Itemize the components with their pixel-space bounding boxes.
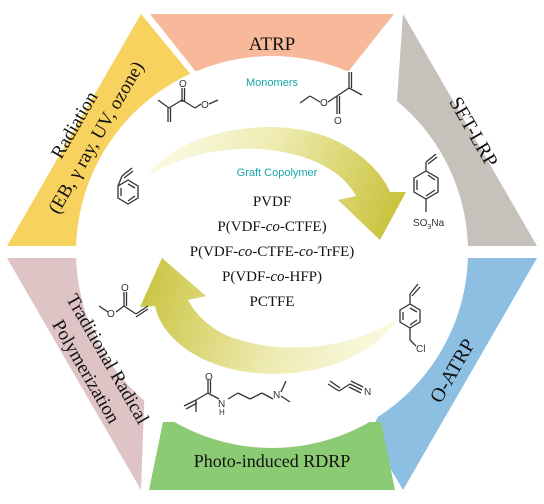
structure-methyl-methacrylate (157, 88, 219, 122)
segment-atrp (150, 14, 394, 82)
label-photo-rdrp: Photo-induced RDRP (194, 451, 351, 471)
copolymer-item: P(VDF-co-HFP) (222, 269, 322, 285)
mma-oxygen-ester: O (201, 100, 209, 111)
structure-methyl-acrylate (98, 292, 149, 318)
graft-copolymer-label: Graft Copolymer (237, 167, 318, 179)
structure-vinylbenzyl-chloride (399, 283, 421, 347)
segment-radiation (7, 14, 197, 246)
structure-ethyl-methacrylate (299, 72, 363, 114)
ma-oxygen-carbonyl: O (121, 283, 129, 294)
structure-styrene (117, 167, 139, 205)
arrow-bottom-counterclockwise (140, 258, 398, 374)
copolymer-item: P(VDF-co-CTFE) (217, 219, 326, 235)
dmapma-oxygen: O (205, 372, 213, 383)
dmapma-amide-h: H (219, 408, 225, 417)
ema-oxygen-ester: O (320, 98, 328, 109)
copolymer-item: PCTFE (249, 294, 294, 310)
structure-dmapma (183, 380, 291, 412)
ema-oxygen-carbonyl: O (334, 116, 342, 127)
ma-oxygen-ester: O (107, 309, 115, 320)
dmapma-amine-n: N (273, 390, 280, 401)
arrow-top-clockwise (148, 127, 406, 240)
mma-oxygen-carbonyl: O (179, 79, 187, 90)
structure-acrylonitrile (327, 380, 364, 394)
monomers-label: Monomers (246, 77, 298, 89)
dmapma-amide-n: N (218, 399, 225, 410)
chloride-label: Cl (416, 344, 425, 355)
segment-o-atrp (370, 258, 537, 490)
segment-photo-rdrp (149, 422, 395, 490)
nitrile-n: N (364, 387, 371, 398)
label-atrp: ATRP (249, 34, 295, 55)
sulfonate-label: SO3Na (413, 218, 445, 231)
copolymer-item: PVDF (253, 194, 291, 210)
copolymer-item: P(VDF-co-CTFE-co-TrFE) (190, 244, 355, 260)
structure-sodium-styrenesulfonate (413, 153, 439, 212)
copolymer-list: PVDF P(VDF-co-CTFE) P(VDF-co-CTFE-co-TrFE)… (190, 194, 355, 310)
